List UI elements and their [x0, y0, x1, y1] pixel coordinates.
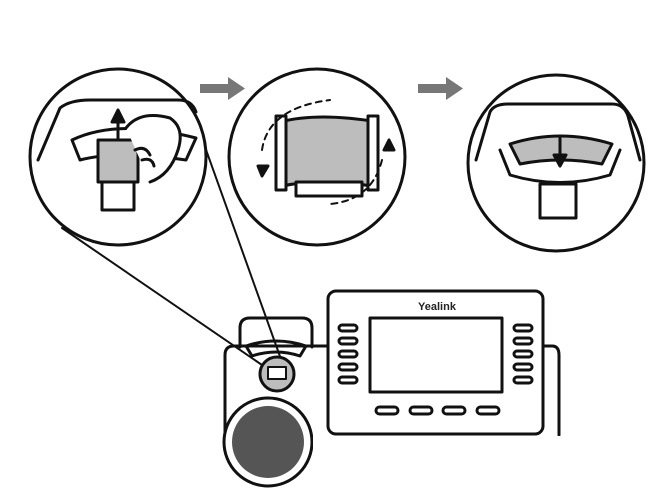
- step-arrow-2: [418, 77, 463, 100]
- phone-illustration: [222, 289, 603, 495]
- left-line-keys: [337, 323, 359, 385]
- step2-detail-circle: [227, 67, 407, 247]
- step3-detail-circle: [466, 73, 646, 253]
- step-arrow-1: [200, 77, 245, 100]
- step1-detail-circle: [28, 67, 208, 247]
- right-line-keys: [512, 323, 534, 385]
- soft-keys: [374, 405, 501, 416]
- phone-brand-logo: Yealink: [418, 301, 456, 313]
